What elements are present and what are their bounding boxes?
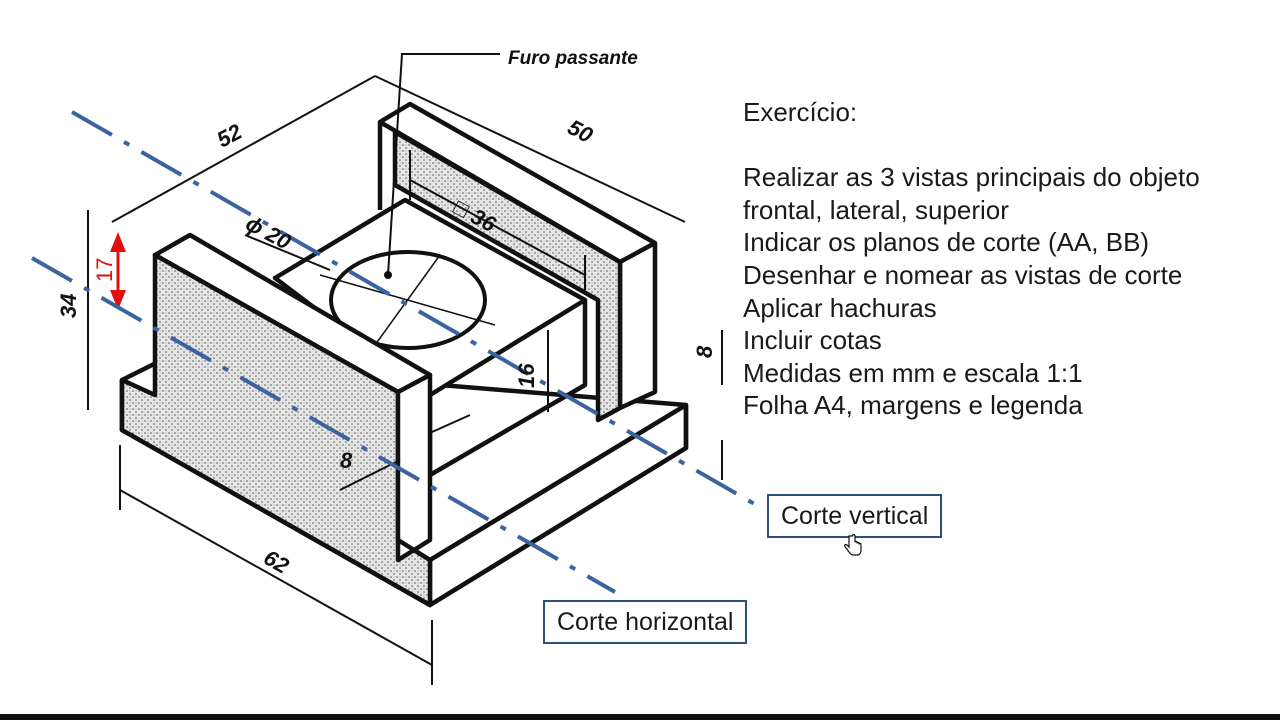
bottom-bar — [0, 714, 1280, 720]
front-wall — [119, 232, 688, 608]
exercise-item: Medidas em mm e escala 1:1 — [743, 357, 1083, 388]
exercise-title: Exercício: — [743, 97, 858, 127]
dimension-lines — [87, 75, 723, 685]
callout-leader — [384, 53, 500, 279]
dim-8-right: 8 — [692, 345, 717, 358]
exercise-item: Realizar as 3 vistas principais do objet… — [743, 162, 1200, 193]
cut-horizontal-button[interactable]: Corte horizontal — [543, 600, 748, 644]
exercise-item: Indicar os planos de corte (AA, BB) — [743, 227, 1150, 258]
cut-line-horizontal — [31, 256, 616, 594]
exercise-item: Folha A4, margens e legenda — [743, 390, 1083, 421]
exercise-item: frontal, lateral, superior — [743, 194, 1009, 225]
red-dimension-17 — [110, 232, 126, 310]
callout-through-hole: Furo passante — [508, 48, 638, 69]
rear-wall — [377, 101, 658, 423]
center-block — [272, 197, 588, 478]
dim-52: 52 — [213, 118, 247, 152]
exercise-item: Aplicar hachuras — [743, 292, 937, 323]
dim-8-front: 8 — [340, 448, 353, 473]
dim-phi-20: ϕ 20 — [242, 210, 296, 255]
dim-34: 34 — [56, 294, 81, 318]
dim-50: 50 — [564, 114, 598, 148]
cut-line-vertical — [71, 110, 766, 512]
dim-62: 62 — [260, 545, 294, 579]
dim-16: 16 — [514, 363, 539, 388]
cut-vertical-button[interactable]: Corte vertical — [767, 494, 943, 538]
hand-pointer-icon — [844, 534, 862, 556]
cutting-planes — [31, 110, 766, 594]
dim-17: 17 — [92, 258, 117, 282]
exercise-item: Desenhar e nomear as vistas de corte — [743, 259, 1183, 290]
exercise-item: Incluir cotas — [743, 325, 882, 356]
exercise-panel: Exercício: Realizar as 3 vistas principa… — [743, 96, 1263, 422]
